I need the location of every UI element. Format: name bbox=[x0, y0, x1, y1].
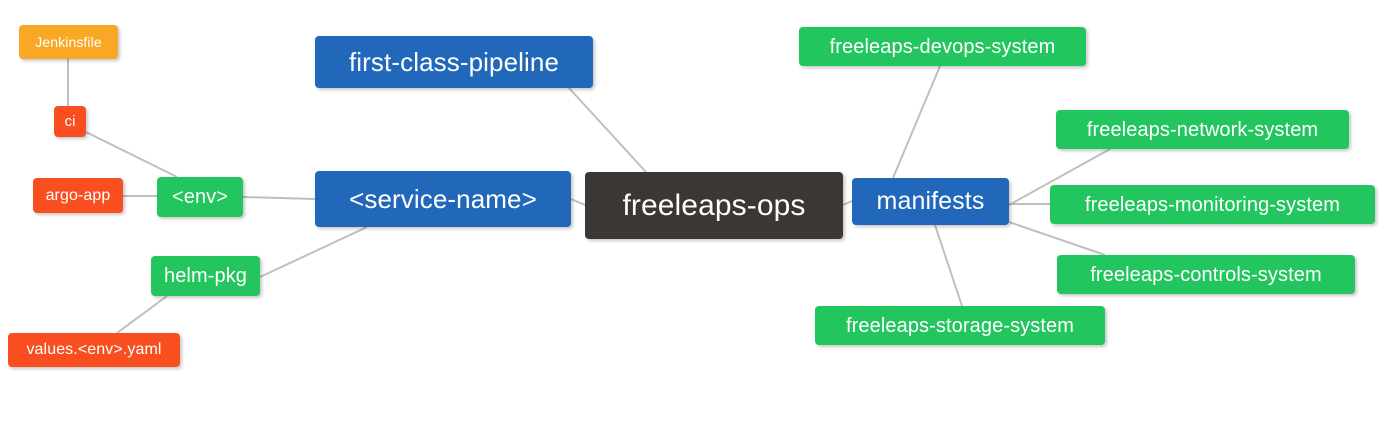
node-helmpkg[interactable]: helm-pkg bbox=[151, 256, 260, 296]
node-devops[interactable]: freeleaps-devops-system bbox=[799, 27, 1086, 66]
node-pipeline[interactable]: first-class-pipeline bbox=[315, 36, 593, 88]
edge-service-env bbox=[242, 196, 316, 200]
node-controls[interactable]: freeleaps-controls-system bbox=[1057, 255, 1355, 294]
node-manifests[interactable]: manifests bbox=[852, 178, 1009, 225]
edge-helmpkg-valuesyaml bbox=[116, 295, 168, 334]
node-jenkinsfile[interactable]: Jenkinsfile bbox=[19, 25, 118, 59]
node-service[interactable]: <service-name> bbox=[315, 171, 571, 227]
edge-root-manifests bbox=[842, 200, 853, 206]
node-root[interactable]: freeleaps-ops bbox=[585, 172, 843, 239]
edge-env-ci bbox=[85, 131, 178, 178]
edge-manifests-devops bbox=[892, 65, 941, 179]
edge-manifests-storage bbox=[934, 224, 963, 307]
node-monitoring[interactable]: freeleaps-monitoring-system bbox=[1050, 185, 1375, 224]
node-storage[interactable]: freeleaps-storage-system bbox=[815, 306, 1105, 345]
node-argoapp[interactable]: argo-app bbox=[33, 178, 123, 213]
node-network[interactable]: freeleaps-network-system bbox=[1056, 110, 1349, 149]
edge-service-helmpkg bbox=[259, 226, 368, 278]
node-ci[interactable]: ci bbox=[54, 106, 86, 137]
edge-root-service bbox=[570, 198, 586, 206]
node-valuesyaml[interactable]: values.<env>.yaml bbox=[8, 333, 180, 367]
node-env[interactable]: <env> bbox=[157, 177, 243, 217]
edge-pipeline-root bbox=[568, 87, 647, 173]
edge-manifests-controls bbox=[1008, 221, 1106, 256]
